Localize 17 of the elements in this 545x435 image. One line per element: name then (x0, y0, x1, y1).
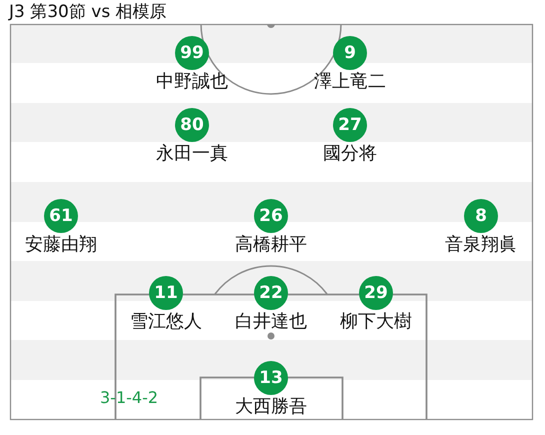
player-name: 安藤由翔 (25, 234, 97, 256)
player-name: 音泉翔眞 (445, 234, 517, 256)
player-name: 國分将 (323, 143, 377, 165)
player-name: 大西勝吾 (235, 396, 307, 418)
player-name: 澤上竜二 (314, 71, 386, 93)
player-number-marker: 61 (44, 199, 78, 233)
player-number-marker: 8 (464, 199, 498, 233)
player-number-marker: 13 (254, 361, 288, 395)
match-title: J3 第30節 vs 相模原 (9, 1, 167, 23)
player-name: 白井達也 (235, 311, 307, 333)
player-name: 雪江悠人 (130, 311, 202, 333)
player-name: 高橋耕平 (235, 234, 307, 256)
player-name: 永田一真 (156, 143, 228, 165)
player-name: 中野誠也 (156, 71, 228, 93)
player-name: 柳下大樹 (340, 311, 412, 333)
formation-label: 3-1-4-2 (100, 387, 158, 409)
player-number-marker: 26 (254, 199, 288, 233)
